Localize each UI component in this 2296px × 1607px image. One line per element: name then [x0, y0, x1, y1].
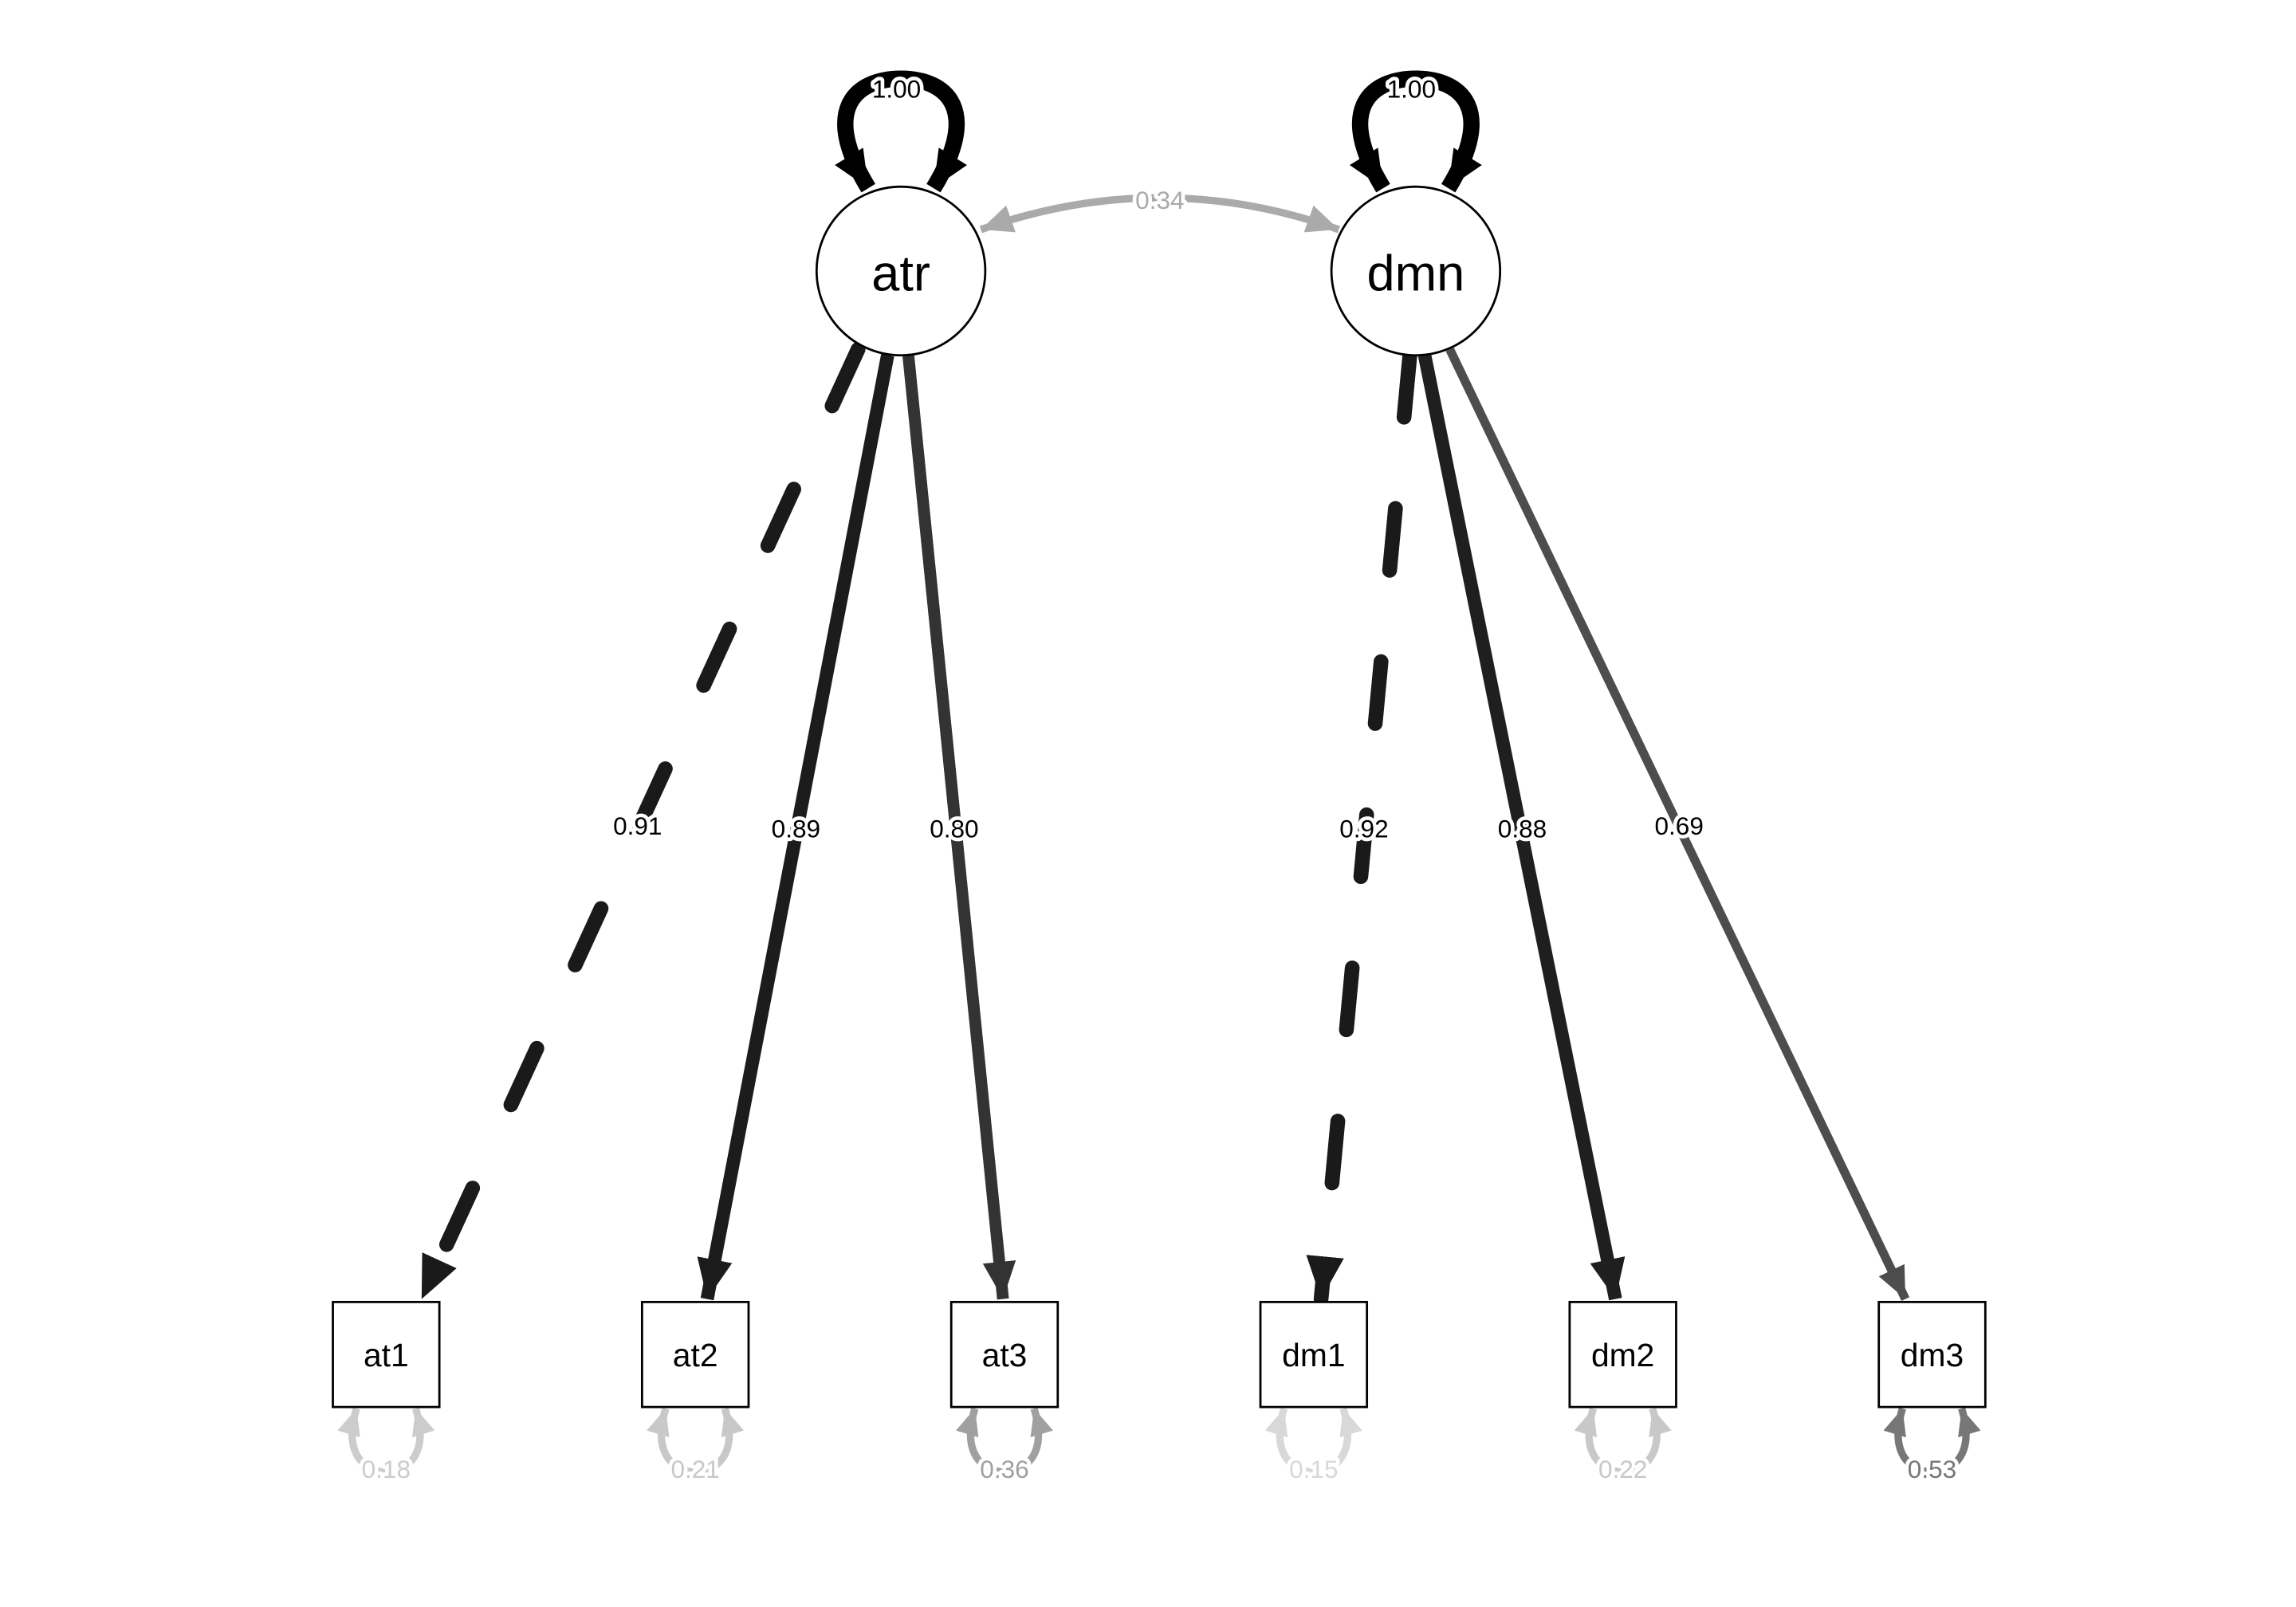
- loading-label-dm3: 0.69: [1654, 811, 1703, 840]
- covariance-label: 0.34: [1135, 186, 1184, 214]
- loading-edge-dm2: [1417, 354, 1626, 1301]
- indicator-name: at3: [982, 1337, 1028, 1373]
- loading-label-dm2: 0.88: [1498, 815, 1547, 843]
- indicator-box: [640, 1300, 750, 1409]
- variance-loop-atr: [835, 70, 968, 193]
- latent-name: dmn: [1367, 246, 1465, 302]
- loading-edge-dm1: [1306, 348, 1417, 1306]
- residual-loop-dm2: [1574, 1407, 1672, 1476]
- indicator-node-dm3[interactable]: dm3: [1877, 1300, 1987, 1409]
- indicator-name: at1: [364, 1337, 409, 1373]
- covariance-arc: [979, 194, 1340, 234]
- indicator-node-at3[interactable]: at3: [949, 1300, 1060, 1409]
- variance-label-atr: 1.00: [872, 75, 921, 104]
- latent-circle: [815, 185, 987, 357]
- indicator-box: [332, 1300, 441, 1409]
- loading-label-at1: 0.91: [613, 811, 662, 840]
- latent-node-dmn[interactable]: dmn: [1330, 185, 1502, 357]
- residual-label-dm1: 0.15: [1289, 1455, 1338, 1483]
- indicator-name: dm2: [1591, 1337, 1654, 1373]
- residual-label-at1: 0.18: [362, 1455, 411, 1483]
- residual-loop-at2: [647, 1407, 745, 1476]
- variance-label-dmn: 1.00: [1387, 75, 1436, 104]
- loading-label-dm1: 0.92: [1339, 815, 1388, 843]
- indicator-name: dm3: [1901, 1337, 1964, 1373]
- loading-label-at2: 0.89: [772, 815, 820, 843]
- residual-label-at3: 0.36: [980, 1455, 1028, 1483]
- loading-edge-at2: [697, 354, 894, 1301]
- loading-edge-at3: [902, 354, 1016, 1300]
- indicator-node-dm2[interactable]: dm2: [1568, 1300, 1677, 1409]
- residual-label-dm2: 0.22: [1598, 1455, 1647, 1483]
- indicator-box: [949, 1300, 1060, 1409]
- indicator-box: [1568, 1300, 1677, 1409]
- indicator-node-dm1[interactable]: dm1: [1259, 1300, 1369, 1409]
- latent-name: atr: [871, 246, 930, 302]
- residual-label-dm3: 0.53: [1908, 1455, 1956, 1483]
- latent-node-atr[interactable]: atr: [815, 185, 987, 357]
- indicator-node-at2[interactable]: at2: [640, 1300, 750, 1409]
- latent-circle: [1330, 185, 1502, 357]
- residual-loop-at3: [956, 1407, 1053, 1476]
- residual-loop-dm3: [1883, 1407, 1981, 1476]
- variance-loop-dmn: [1349, 70, 1482, 193]
- indicator-box: [1877, 1300, 1987, 1409]
- loading-edge-at1: [414, 342, 866, 1306]
- indicator-name: dm1: [1282, 1337, 1345, 1373]
- residual-label-at2: 0.21: [670, 1455, 719, 1483]
- loading-label-at3: 0.80: [930, 815, 978, 843]
- indicator-node-at1[interactable]: at1: [332, 1300, 441, 1409]
- loading-edge-dm3: [1445, 347, 1910, 1302]
- indicator-name: at2: [673, 1337, 718, 1373]
- residual-loop-at1: [337, 1407, 435, 1476]
- residual-loop-dm1: [1264, 1407, 1362, 1476]
- indicator-box: [1259, 1300, 1369, 1409]
